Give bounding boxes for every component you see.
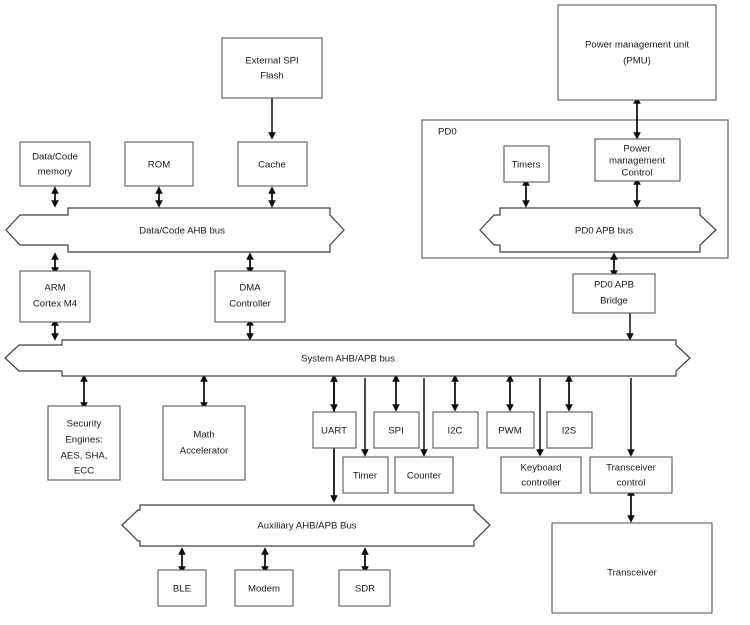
block-timer[interactable]: Timer xyxy=(342,456,389,494)
block-cache[interactable]: Cache xyxy=(237,141,308,187)
uart-label: UART xyxy=(321,426,347,437)
block-keyboard-controller[interactable]: Keyboard controller xyxy=(500,456,582,494)
bus-pd0-apb-label: PD0 APB bus xyxy=(575,226,633,237)
keyboard-controller-line2: controller xyxy=(521,478,561,489)
block-uart[interactable]: UART xyxy=(312,411,357,449)
block-spi[interactable]: SPI xyxy=(373,411,420,449)
cache-label: Cache xyxy=(258,160,286,171)
group-pd0-label: PD0 xyxy=(438,127,457,138)
keyboard-controller-line1: Keyboard xyxy=(520,463,561,474)
data-code-memory-line2: memory xyxy=(38,167,73,178)
bus-auxiliary-ahb-apb[interactable]: Auxiliary AHB/APB Bus xyxy=(121,504,491,547)
group-pd0: PD0 xyxy=(421,119,729,259)
spi-label: SPI xyxy=(388,426,403,437)
bus-pd0-apb[interactable]: PD0 APB bus xyxy=(479,207,717,253)
pwm-label: PWM xyxy=(498,426,521,437)
block-transceiver-control[interactable]: Transceiver control xyxy=(589,456,673,494)
modem-label: Modem xyxy=(248,584,280,595)
dma-controller-line1: DMA xyxy=(239,283,261,294)
pd0-apb-bridge-line1: PD0 APB xyxy=(594,280,634,291)
bus-system-ahb-apb[interactable]: System AHB/APB bus xyxy=(4,339,691,377)
security-engines-line4: ECC xyxy=(74,466,94,477)
rom-label: ROM xyxy=(148,160,170,171)
block-counter[interactable]: Counter xyxy=(394,456,454,494)
bus-auxiliary-ahb-apb-label: Auxiliary AHB/APB Bus xyxy=(257,521,356,532)
timer-label: Timer xyxy=(353,471,378,482)
block-power-management-control[interactable]: Power management Control xyxy=(594,138,681,182)
block-sdr[interactable]: SDR xyxy=(338,569,391,607)
block-arm-cortex-m4[interactable]: ARM Cortex M4 xyxy=(19,270,91,323)
block-dma-controller[interactable]: DMA Controller xyxy=(214,270,286,323)
timers-label: Timers xyxy=(512,160,541,171)
math-accelerator-line2: Accelerator xyxy=(180,446,229,457)
connectors xyxy=(51,96,641,574)
block-ble[interactable]: BLE xyxy=(157,569,207,607)
security-engines-line3: AES, SHA, xyxy=(61,451,108,462)
transceiver-label: Transceiver xyxy=(607,568,658,579)
block-math-accelerator[interactable]: Math Accelerator xyxy=(162,405,246,481)
data-code-memory-line1: Data/Code xyxy=(32,152,78,163)
block-pwm[interactable]: PWM xyxy=(486,411,535,449)
block-data-code-memory[interactable]: Data/Code memory xyxy=(19,141,91,187)
block-i2s[interactable]: I2S xyxy=(546,411,593,449)
ble-label: BLE xyxy=(173,584,191,595)
pmc-line3: Control xyxy=(622,168,653,179)
pmc-line2: management xyxy=(609,156,665,167)
block-modem[interactable]: Modem xyxy=(234,569,294,607)
security-engines-line2: Engines: xyxy=(65,435,102,446)
arm-cortex-m4-line2: Cortex M4 xyxy=(33,299,78,310)
block-timers[interactable]: Timers xyxy=(503,145,550,183)
pmc-line1: Power xyxy=(623,144,651,155)
bus-system-ahb-apb-label: System AHB/APB bus xyxy=(301,354,395,365)
pmu-line2: (PMU) xyxy=(623,56,651,67)
block-i2c[interactable]: I2C xyxy=(432,411,479,449)
pd0-apb-bridge-line2: Bridge xyxy=(600,296,628,307)
external-spi-flash-line1: External SPI xyxy=(245,56,298,67)
sdr-label: SDR xyxy=(355,584,375,595)
bus-data-code-ahb-label: Data/Code AHB bus xyxy=(139,226,225,237)
external-spi-flash-line2: Flash xyxy=(260,71,283,82)
pmu-line1: Power management unit xyxy=(585,40,689,51)
math-accelerator-line1: Math xyxy=(193,430,214,441)
block-power-management-unit[interactable]: Power management unit (PMU) xyxy=(557,4,717,101)
bus-data-code-ahb[interactable]: Data/Code AHB bus xyxy=(5,207,345,253)
block-security-engines[interactable]: Security Engines: AES, SHA, ECC xyxy=(47,405,121,481)
block-transceiver[interactable]: Transceiver xyxy=(551,522,713,614)
dma-controller-line2: Controller xyxy=(229,299,271,310)
i2s-label: I2S xyxy=(562,426,576,437)
counter-label: Counter xyxy=(407,471,442,482)
security-engines-line1: Security xyxy=(67,419,102,430)
i2c-label: I2C xyxy=(448,426,463,437)
block-rom[interactable]: ROM xyxy=(124,141,194,187)
block-external-spi-flash[interactable]: External SPI Flash xyxy=(221,37,323,99)
arm-cortex-m4-line1: ARM xyxy=(44,283,65,294)
transceiver-control-line1: Transceiver xyxy=(606,463,657,474)
transceiver-control-line2: control xyxy=(617,478,646,489)
block-pd0-apb-bridge[interactable]: PD0 APB Bridge xyxy=(572,273,656,314)
